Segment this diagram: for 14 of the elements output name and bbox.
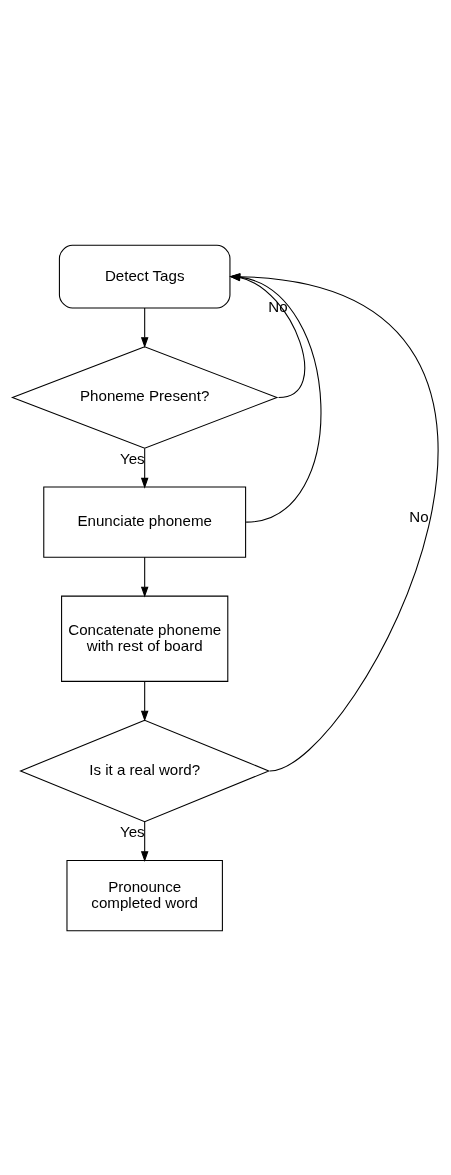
node-box: Enunciate phoneme (43, 486, 247, 558)
arrow (140, 556, 149, 597)
node-box: Detect Tags (58, 244, 231, 308)
arrow (140, 306, 149, 348)
edge-label: Yes (119, 822, 145, 840)
edge-label: Yes (119, 449, 145, 467)
edge-label: No (409, 507, 429, 525)
arrow (140, 820, 149, 862)
arrow (140, 447, 149, 489)
node-box: Pronounce completed word (66, 859, 223, 931)
node-diamond: Is it a real word? (19, 719, 271, 822)
node-diamond: Phoneme Present? (10, 345, 279, 449)
node-box: Concatenate phoneme with rest of board (61, 595, 229, 682)
arrow (140, 680, 149, 722)
